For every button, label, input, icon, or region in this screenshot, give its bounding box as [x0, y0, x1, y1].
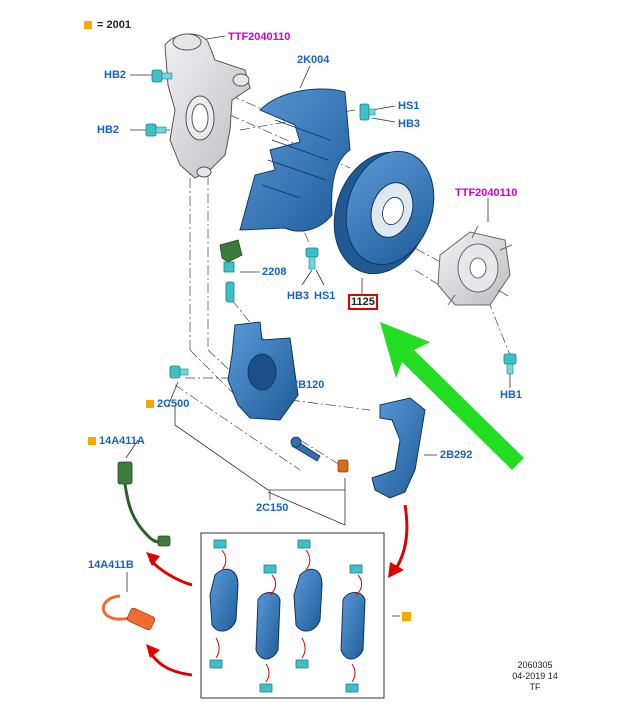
label-carrier: 2B292: [440, 449, 473, 461]
brake-caliper: [227, 321, 299, 421]
footer-line-2: 04-2019 14: [512, 671, 558, 681]
splash-shield: [239, 88, 351, 232]
footer-code: 2060305 04-2019 14 TF: [505, 660, 565, 693]
pad-clip-arrows: [215, 549, 363, 683]
label-hb1: HB1: [500, 389, 523, 401]
label-guide-pin: 2C150: [256, 502, 289, 514]
pad-clips: [209, 539, 363, 693]
footer-line-1: 2060305: [517, 660, 553, 670]
bolt-hb2-mid: [145, 123, 167, 137]
wear-sensor-a: [117, 461, 171, 547]
wheel-hub: [437, 225, 513, 306]
label-hb3-right: HB3: [398, 118, 421, 130]
label-hb3-bottom: HB3: [287, 290, 310, 302]
disc-highlight-box: 1125: [348, 294, 378, 310]
bolt-hb1: [503, 353, 517, 375]
bleeder-screw: [219, 239, 243, 303]
label-hb2-top: HB2: [104, 69, 127, 81]
label-hs1-bottom: HS1: [314, 290, 336, 302]
label-hs1-right: HS1: [398, 100, 420, 112]
label-knuckle: TTF2040110: [228, 31, 291, 43]
red-arrow-heads: [146, 552, 404, 658]
marker-bracket-bolt: [146, 400, 154, 408]
guide-pin: [290, 436, 349, 473]
label-shield: 2K004: [297, 54, 330, 66]
footer-line-3: TF: [529, 682, 541, 692]
bolt-hb3-hs1-bottom: [305, 247, 319, 270]
brake-disc: [333, 150, 435, 275]
wear-sensor-b: [102, 594, 156, 631]
legend-marker: [84, 21, 92, 29]
label-caliper: 2B120: [292, 379, 325, 391]
label-bracket-bolt: 2C500: [157, 398, 190, 410]
steering-knuckle: [164, 33, 251, 179]
label-hub: TTF2040110: [455, 187, 518, 199]
label-disc: 1125: [348, 294, 378, 310]
green-arrow: [380, 322, 524, 470]
label-bleeder: 2208: [262, 266, 287, 278]
brake-pad-box: [200, 532, 385, 699]
marker-sensor-a: [88, 437, 96, 445]
bolt-2c500: [169, 365, 189, 379]
brake-pads: [209, 568, 366, 660]
pad-box-marker: [402, 612, 411, 621]
bolt-hs1-hb3-right: [359, 103, 376, 121]
label-sensor-b: 14A411B: [88, 559, 134, 571]
label-hb2-mid: HB2: [97, 124, 120, 136]
caliper-carrier: [371, 397, 426, 499]
legend-text: = 2001: [97, 19, 131, 31]
bolt-hb2-top: [151, 69, 173, 83]
label-sensor-a: 14A411A: [99, 435, 145, 447]
